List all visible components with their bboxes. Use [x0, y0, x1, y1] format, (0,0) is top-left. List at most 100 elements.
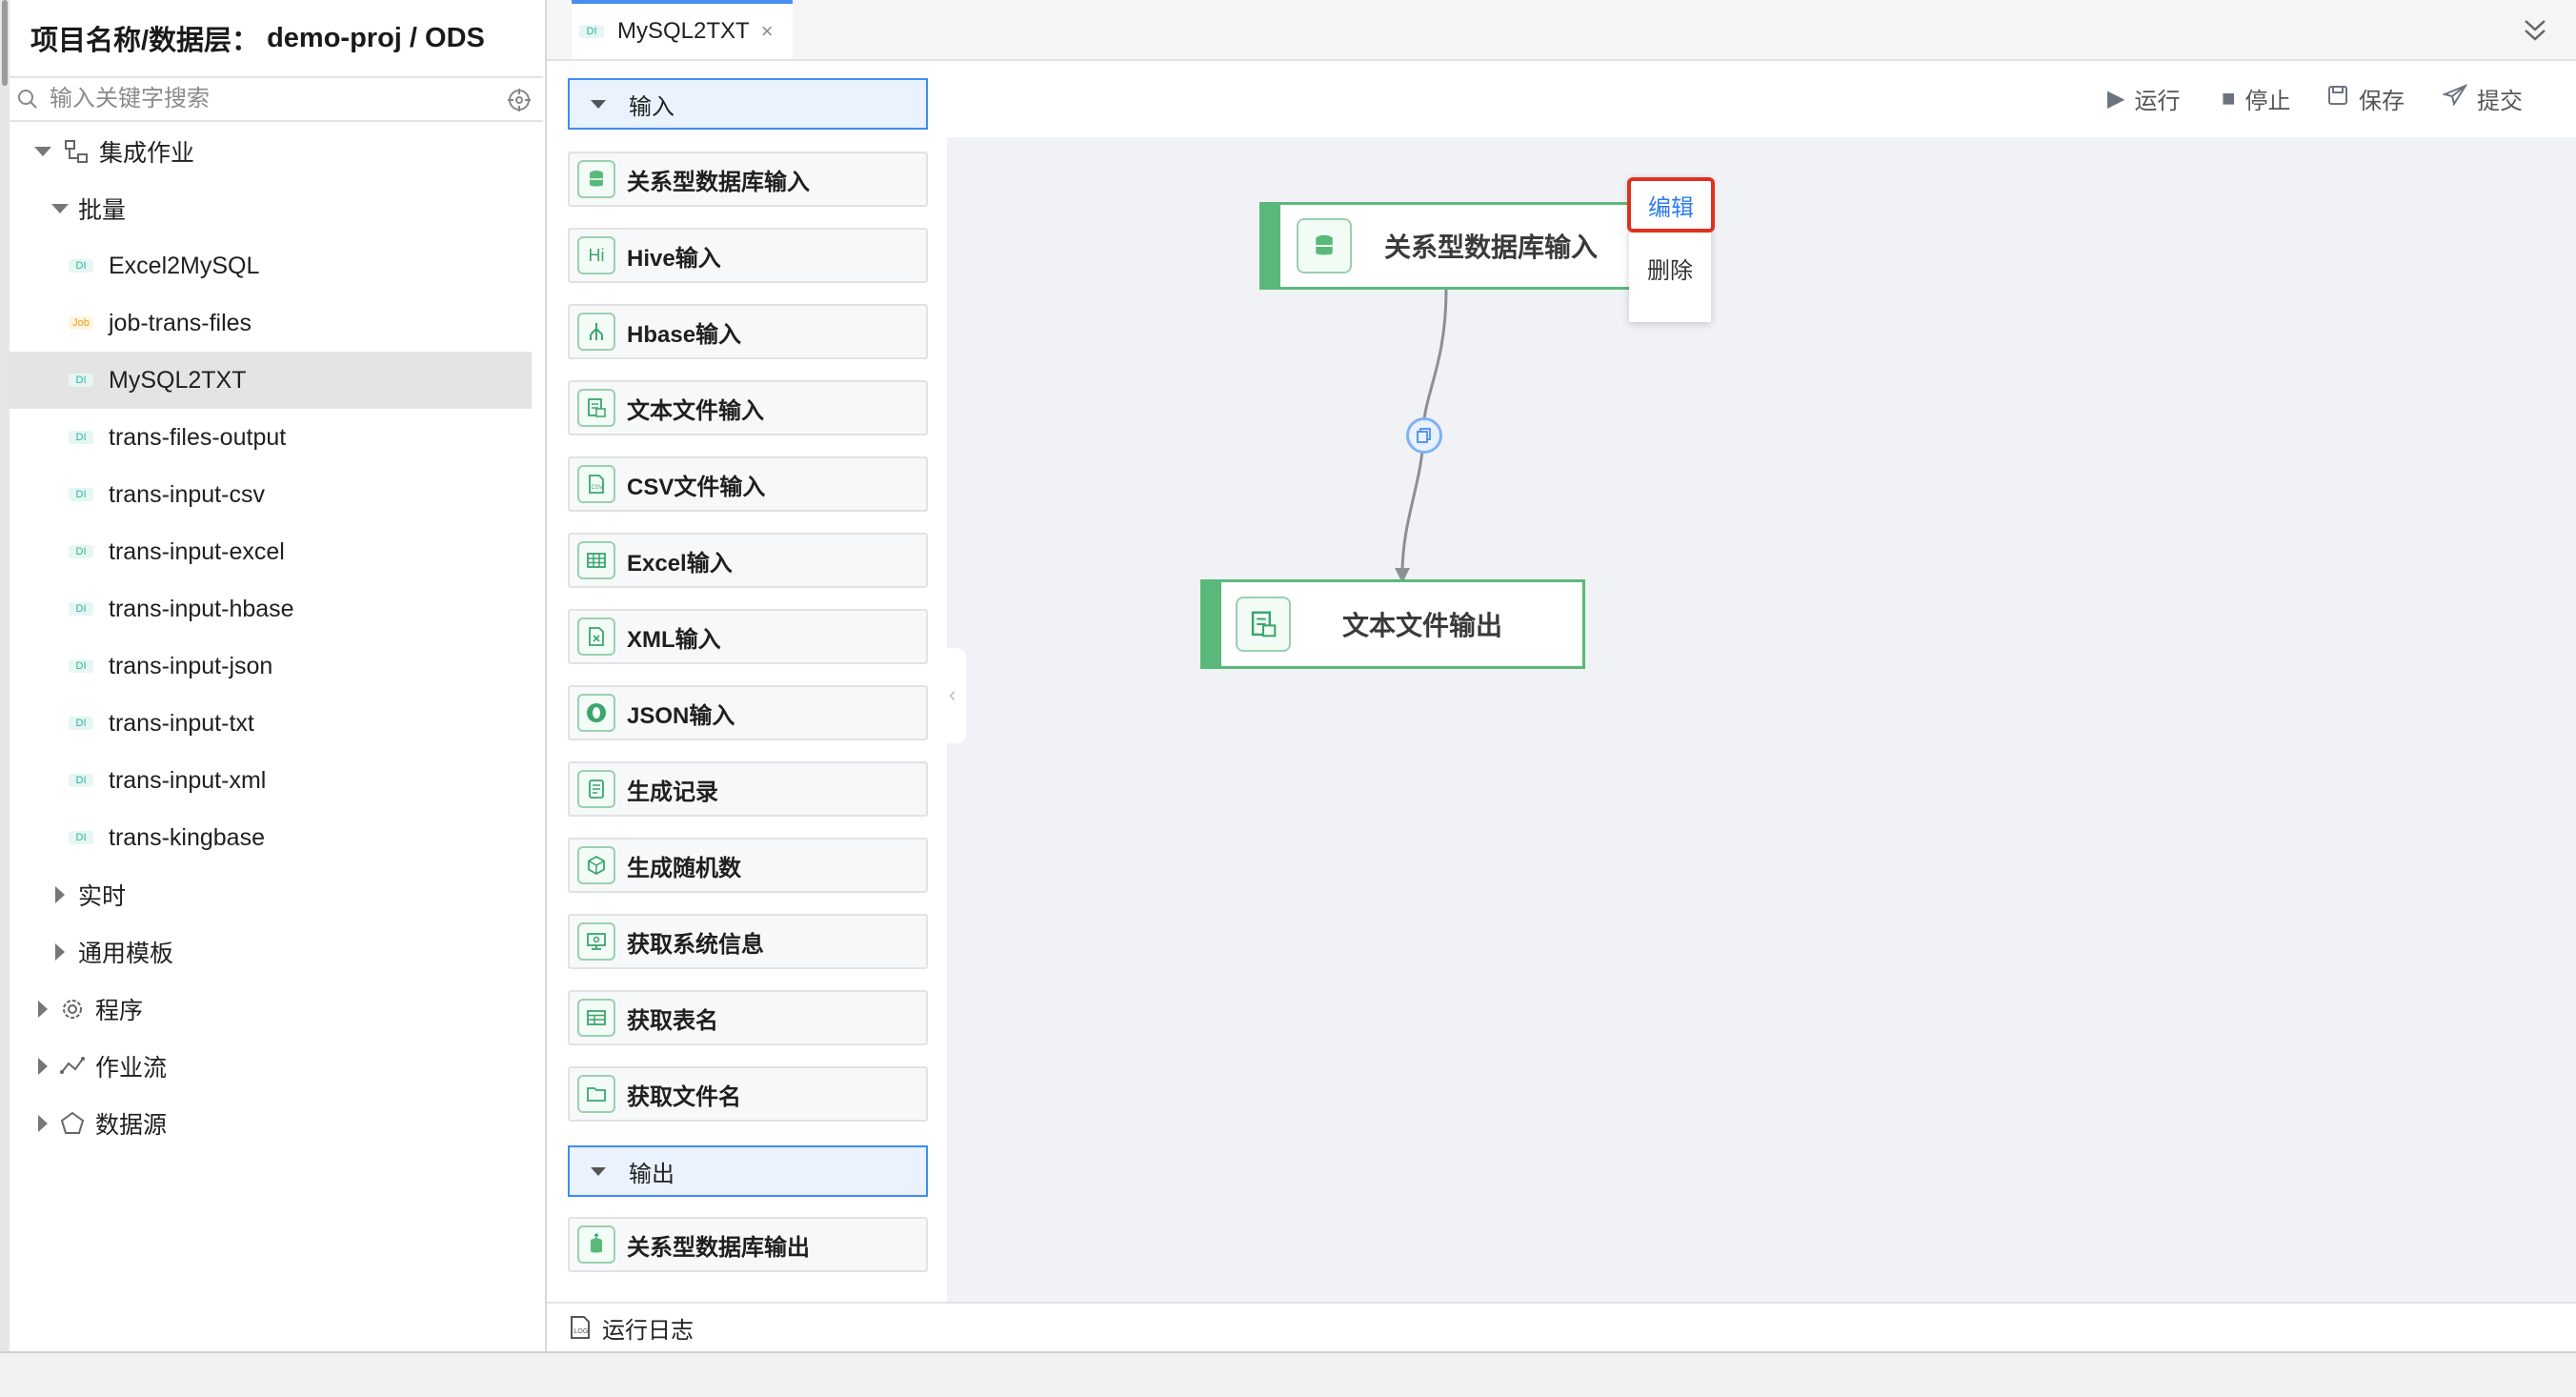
group-header-output[interactable]: 输出	[568, 1145, 928, 1197]
component-rdb-input[interactable]: 关系型数据库输入	[568, 152, 928, 207]
connector-line	[1395, 289, 1448, 583]
tree-item-trans-input-csv[interactable]: DI trans-input-csv	[10, 466, 532, 523]
search-input[interactable]	[48, 85, 471, 113]
edit-menu-item[interactable]: 编辑	[1627, 177, 1715, 233]
tree-label-realtime: 实时	[78, 883, 127, 910]
di-tag-icon: DI	[69, 259, 93, 273]
double-chevron-down-icon[interactable]	[2521, 17, 2549, 44]
chevron-down-icon[interactable]	[51, 204, 69, 213]
tree-label-programs: 程序	[95, 998, 144, 1024]
group-label: 输出	[629, 1161, 674, 1187]
chevron-down-icon[interactable]	[34, 147, 51, 156]
component-label: CSV文件输入	[627, 474, 766, 500]
xml-file-icon	[577, 618, 615, 656]
chevron-right-icon[interactable]	[55, 886, 65, 903]
chevron-down-icon[interactable]	[591, 1166, 606, 1176]
tree-node-datasource[interactable]: 数据源	[10, 1095, 532, 1152]
log-bar[interactable]: LOG 运行日志	[547, 1302, 2576, 1351]
component-label: 获取系统信息	[627, 931, 764, 958]
component-csv-input[interactable]: CSV CSV文件输入	[568, 456, 928, 512]
component-json-input[interactable]: JSON输入	[568, 685, 928, 740]
group-header-input[interactable]: 输入	[568, 78, 928, 130]
component-system-info[interactable]: 获取系统信息	[568, 914, 928, 969]
component-random-number[interactable]: 生成随机数	[568, 838, 928, 893]
tree-item-trans-input-txt[interactable]: DI trans-input-txt	[10, 695, 532, 752]
tree-node-templates[interactable]: 通用模板	[10, 923, 532, 981]
chevron-left-icon: ‹	[949, 682, 956, 706]
csv-file-icon: CSV	[577, 465, 615, 503]
submit-button[interactable]: 提交	[2441, 82, 2523, 115]
di-tag-icon: DI	[69, 717, 93, 730]
component-label: Hive输入	[627, 245, 721, 272]
chevron-right-icon[interactable]	[38, 1058, 48, 1075]
gear-icon	[59, 996, 86, 1022]
tree-item-trans-input-hbase[interactable]: DI trans-input-hbase	[10, 580, 532, 638]
database-output-icon	[577, 1225, 615, 1264]
tree-item-label: MySQL2TXT	[109, 366, 247, 394]
chevron-right-icon[interactable]	[38, 1001, 48, 1018]
stop-button[interactable]: ■ 停止	[2222, 82, 2291, 115]
tree-item-trans-kingbase[interactable]: DI trans-kingbase	[10, 809, 532, 866]
left-scrollbar-thumb[interactable]	[2, 0, 8, 86]
di-tag-icon: DI	[69, 431, 93, 444]
close-icon[interactable]: ×	[760, 19, 774, 43]
database-icon	[577, 160, 615, 198]
node-label: 文本文件输出	[1342, 611, 1503, 640]
tree-item-label: trans-kingbase	[109, 823, 265, 851]
folder-icon	[577, 1075, 615, 1113]
flow-canvas[interactable]	[947, 137, 2576, 1302]
tab-bar	[547, 0, 2576, 61]
node-rdb-input[interactable]: 关系型数据库输入	[1259, 202, 1633, 290]
tree-item-trans-input-xml[interactable]: DI trans-input-xml	[10, 752, 532, 809]
component-excel-input[interactable]: Excel输入	[568, 533, 928, 588]
save-button[interactable]: 保存	[2326, 82, 2405, 115]
component-table-names[interactable]: 获取表名	[568, 990, 928, 1045]
component-xml-input[interactable]: XML输入	[568, 609, 928, 664]
play-icon: ▶	[2107, 86, 2125, 111]
tree-node-realtime[interactable]: 实时	[10, 866, 532, 923]
tree-label-templates: 通用模板	[78, 941, 174, 967]
delete-menu-item[interactable]: 删除	[1647, 258, 1693, 284]
chevron-right-icon[interactable]	[55, 943, 65, 961]
json-icon	[577, 694, 615, 732]
tree-item-trans-input-excel[interactable]: DI trans-input-excel	[10, 523, 532, 580]
tree-item-trans-files-output[interactable]: DI trans-files-output	[10, 409, 532, 466]
tree-node-integration[interactable]: 集成作业	[10, 123, 532, 180]
tree-item-mysql2txt[interactable]: DI MySQL2TXT	[10, 352, 532, 409]
tree-node-programs[interactable]: 程序	[10, 981, 532, 1038]
table-icon	[577, 999, 615, 1037]
node-text-output[interactable]: 文本文件输出	[1200, 579, 1585, 669]
di-tag-icon: DI	[579, 25, 604, 38]
component-file-names[interactable]: 获取文件名	[568, 1066, 928, 1122]
tab-mysql2txt[interactable]: DI MySQL2TXT ×	[572, 0, 793, 59]
component-label: 生成记录	[627, 779, 718, 805]
left-scrollbar[interactable]	[0, 0, 10, 1351]
locate-icon[interactable]	[507, 88, 532, 112]
tree-node-batch[interactable]: 批量	[10, 180, 532, 237]
component-hbase-input[interactable]: Hbase输入	[568, 304, 928, 359]
run-button[interactable]: ▶ 运行	[2107, 82, 2180, 115]
component-label: Hbase输入	[627, 321, 742, 348]
splitter-handle[interactable]: ‹	[943, 648, 966, 743]
chevron-right-icon[interactable]	[38, 1115, 48, 1132]
tree-item-excel2mysql[interactable]: DI Excel2MySQL	[10, 237, 532, 294]
component-label: 关系型数据库输入	[627, 169, 810, 195]
component-hive-input[interactable]: Hi Hive输入	[568, 228, 928, 283]
tree-node-workflow[interactable]: 作业流	[10, 1038, 532, 1095]
tree-item-label: trans-input-csv	[109, 480, 265, 508]
connector-copy-icon[interactable]	[1406, 417, 1442, 454]
tree-item-label: trans-input-hbase	[109, 595, 294, 622]
cube-icon	[577, 846, 615, 884]
tree-item-label: trans-input-txt	[109, 709, 254, 737]
tree-item-job-trans-files[interactable]: Job job-trans-files	[10, 294, 532, 352]
component-label: 关系型数据库输出	[627, 1234, 810, 1261]
component-rdb-output[interactable]: 关系型数据库输出	[568, 1217, 928, 1272]
stop-icon: ■	[2222, 85, 2236, 111]
tree-item-trans-input-json[interactable]: DI trans-input-json	[10, 638, 532, 695]
component-text-input[interactable]: 文本文件输入	[568, 380, 928, 435]
search-bar	[10, 78, 543, 122]
chevron-down-icon[interactable]	[591, 99, 606, 109]
component-label: 生成随机数	[627, 855, 741, 881]
component-generate-records[interactable]: 生成记录	[568, 761, 928, 817]
datasource-icon	[59, 1110, 86, 1137]
